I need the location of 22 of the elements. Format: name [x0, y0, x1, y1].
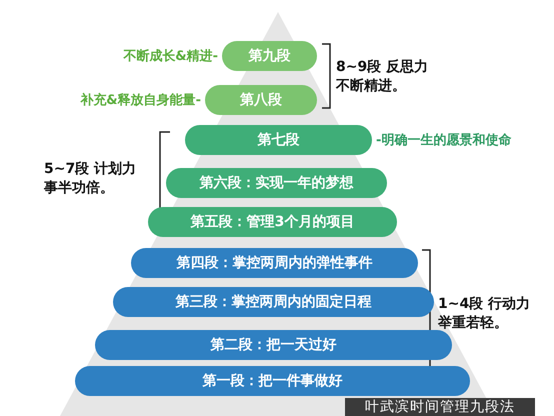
pyramid-tier	[131, 248, 418, 278]
pyramid-tier	[75, 366, 470, 396]
group-note: 5~7段 计划力事半功倍。	[44, 160, 138, 198]
tier-label: 第六段：实现一年的梦想	[200, 174, 354, 192]
tier-label: 第四段：掌控两周内的弹性事件	[176, 254, 372, 272]
group-note: 1~4段 行动力举重若轻。	[438, 295, 532, 333]
tier-label: 第五段：管理3个月的项目	[190, 213, 354, 231]
tier-label: 第七段	[258, 131, 300, 149]
pyramid-tier	[113, 287, 434, 317]
side-note: -明确一生的愿景和使命	[376, 132, 512, 149]
tier-label: 第八段	[240, 91, 282, 109]
group-note: 8~9段 反思力不断精进。	[336, 58, 430, 96]
side-note: 补充&释放自身能量-	[80, 92, 201, 109]
pyramid-tier	[95, 330, 452, 360]
tier-label: 第三段：掌控两周内的固定日程	[176, 293, 372, 311]
caption: 叶武滨时间管理九段法	[345, 398, 535, 416]
pyramid-tier	[166, 168, 387, 198]
tier-label: 第二段：把一天过好	[210, 336, 336, 354]
pyramid-tier	[148, 207, 397, 237]
side-note: 不断成长&精进-	[123, 48, 218, 65]
tier-label: 第一段：把一件事做好	[202, 372, 342, 390]
tier-label: 第九段	[248, 47, 290, 65]
